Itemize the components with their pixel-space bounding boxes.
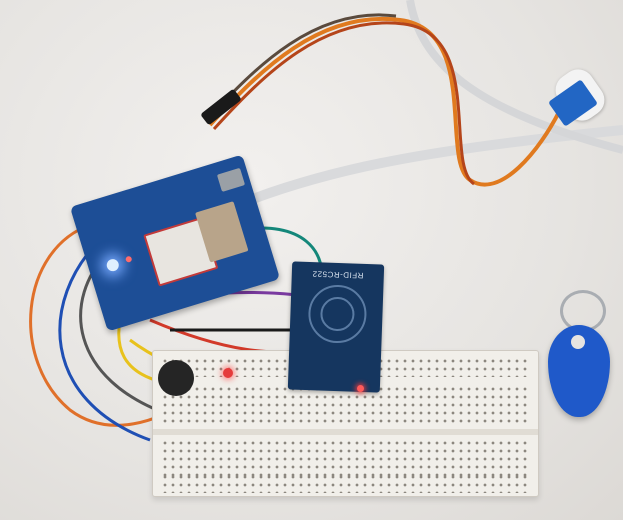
red-led [223, 368, 233, 378]
rfid-reader-module: RFID-RC522 [287, 261, 385, 393]
breadboard-center-channel [153, 429, 538, 435]
key-fob-hole [571, 335, 585, 349]
rfid-key-fob [548, 325, 610, 417]
red-status-led [124, 255, 133, 263]
usb-port [216, 167, 246, 192]
rfid-antenna-coil [307, 284, 368, 345]
breadboard-terminal-upper [161, 385, 530, 425]
rfid-power-led [357, 385, 364, 392]
rfid-module-label: RFID-RC522 [312, 269, 364, 280]
breadboard-terminal-lower [161, 439, 530, 479]
buzzer [158, 360, 194, 396]
breadboard-power-rail-bottom [161, 473, 530, 493]
blue-status-led [105, 257, 121, 273]
